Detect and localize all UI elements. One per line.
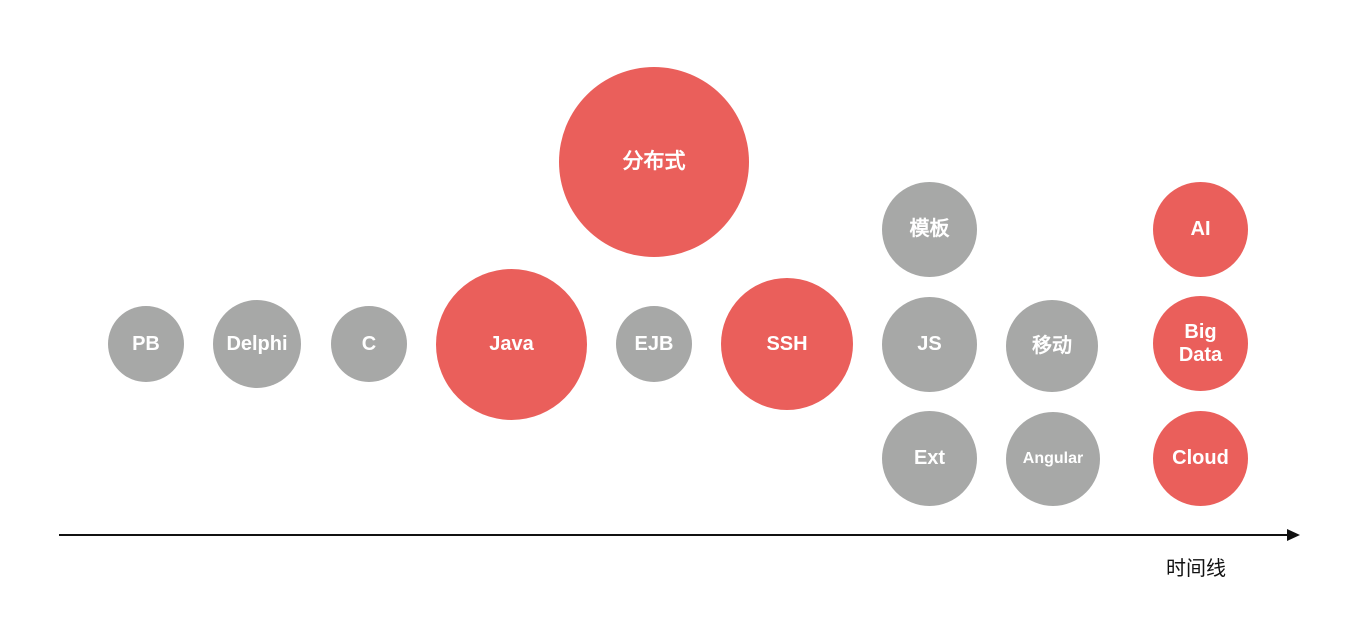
bubble-cloud: Cloud — [1153, 411, 1248, 506]
bubble-java: Java — [436, 269, 587, 420]
bubble-ejb: EJB — [616, 306, 692, 382]
bubble-ai-label: AI — [1190, 218, 1211, 240]
bubble-pb-label: PB — [132, 332, 160, 355]
bubble-ext: Ext — [882, 411, 977, 506]
timeline-label: 时间线 — [1166, 556, 1226, 580]
bubble-ejb-label: EJB — [634, 332, 674, 355]
bubble-js: JS — [882, 297, 977, 392]
bubble-big-data: Big Data — [1153, 296, 1248, 391]
bubble-template: 模板 — [882, 182, 977, 277]
bubble-angular-label: Angular — [1022, 449, 1084, 467]
timeline-arrow-icon — [1287, 529, 1300, 541]
bubble-ssh-label: SSH — [766, 332, 808, 355]
bubble-java-label: Java — [489, 333, 534, 355]
bubble-template-label: 模板 — [909, 218, 950, 240]
bubble-big-data-label: Big Data — [1178, 320, 1223, 366]
bubble-cloud-label: Cloud — [1172, 447, 1229, 469]
bubble-ext-label: Ext — [913, 447, 946, 469]
bubble-angular: Angular — [1006, 412, 1100, 506]
bubble-distributed: 分布式 — [559, 67, 749, 257]
bubble-delphi: Delphi — [213, 300, 301, 388]
bubble-c: C — [331, 306, 407, 382]
bubble-js-label: JS — [917, 333, 942, 355]
bubble-delphi-label: Delphi — [226, 332, 288, 355]
bubble-c-label: C — [361, 332, 377, 355]
bubble-ai: AI — [1153, 182, 1248, 277]
bubble-pb: PB — [108, 306, 184, 382]
bubble-mobile: 移动 — [1006, 300, 1098, 392]
bubble-distributed-label: 分布式 — [622, 149, 686, 173]
bubble-ssh: SSH — [721, 278, 853, 410]
bubble-mobile-label: 移动 — [1032, 334, 1072, 357]
